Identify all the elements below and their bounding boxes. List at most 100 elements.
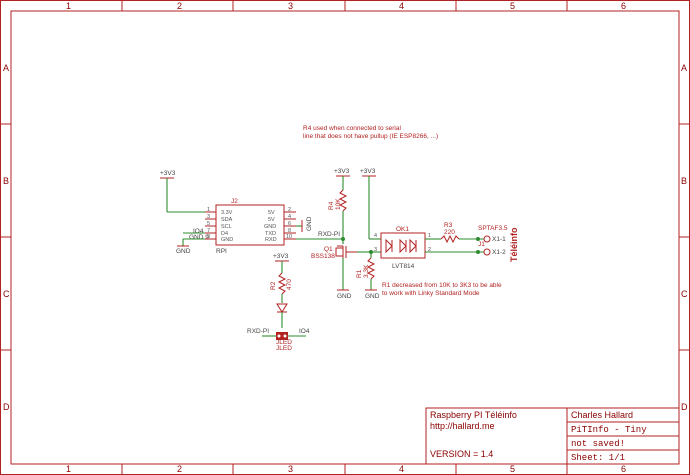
r3-name: R3	[444, 222, 453, 229]
row-label-right-c: C	[681, 289, 688, 299]
conn-name: SPTAF3.5	[478, 225, 508, 232]
j2-connector: +3V3 IO4 GND 9 GND J2 RPI 1 3 5 7 9 3.3V…	[160, 170, 313, 255]
jled-connector: RXD-PI IO4 JLED JLED	[247, 328, 310, 352]
power-label-j2: +3V3	[160, 170, 176, 177]
gnd-label-mid: GND	[306, 216, 313, 231]
j2-name: J2	[231, 198, 238, 205]
row-label-left-a: A	[3, 63, 9, 73]
j2-pin-num-7: 7	[207, 228, 210, 234]
j2-pin-num-3: 3	[207, 214, 210, 220]
r3-value: 220	[444, 229, 455, 236]
conn-label: Téléinfo	[509, 227, 519, 262]
r4-name: R4	[328, 201, 335, 210]
gnd-label-r1: GND	[365, 293, 380, 300]
j2-pin-num-6: 6	[288, 221, 291, 227]
j2-io4-label: IO4	[193, 228, 204, 235]
conn-x1-1: X1-1	[492, 236, 506, 243]
col-label-top-5: 5	[510, 1, 515, 11]
j2-pin-num-2: 2	[288, 207, 291, 213]
row-label-right-b: B	[681, 176, 687, 186]
j2-pin-gnd-left: GND	[221, 237, 233, 243]
j2-pin-num-9: 9	[207, 234, 210, 240]
row-label-left-c: C	[3, 289, 10, 299]
row-label-left-b: B	[3, 176, 9, 186]
j2-pin-gnd-right: GND	[264, 224, 276, 230]
row-label-right-a: A	[681, 63, 687, 73]
ok1-optocoupler: +3V3 OK1 LVT814 4 3 1 2	[360, 168, 431, 270]
col-label-bottom-2: 2	[177, 464, 182, 474]
col-label-top-2: 2	[177, 1, 182, 11]
teleinfo-connector: SPTAF3.5 J1 X1-1 X1-2 Téléinfo	[476, 225, 519, 262]
title-block-title: Raspberry PI Téléinfo	[430, 410, 517, 420]
r2-name: R2	[270, 281, 277, 290]
col-label-top-4: 4	[399, 1, 404, 11]
j2-pin-rxd: RXD	[265, 237, 277, 243]
gnd-label-q1: GND	[337, 293, 352, 300]
note-r4-line1: R4 used when connected to serial	[303, 125, 401, 132]
r2-resistor: +3V3 R2 470	[270, 253, 293, 328]
ok1-pin-3: 3	[374, 247, 377, 253]
q1-value: BSS138	[311, 253, 335, 260]
net-label-io4-led: IO4	[299, 328, 310, 335]
title-block-status: not saved!	[571, 439, 625, 449]
j2-pin-d4: D4	[221, 231, 228, 237]
title-block-project: PiTInfo - Tiny	[571, 425, 647, 435]
j2-pin-num-10: 10	[286, 234, 292, 240]
row-label-left-d: D	[3, 402, 10, 412]
title-block-author: Charles Hallard	[571, 410, 633, 420]
power-label-ok1: +3V3	[360, 168, 376, 175]
col-label-bottom-5: 5	[510, 464, 515, 474]
jled-name: JLED	[276, 339, 292, 346]
power-label-r2: +3V3	[273, 253, 289, 260]
title-block: Raspberry PI Téléinfo http://hallard.me …	[425, 407, 680, 465]
ok1-pin-4: 4	[374, 233, 377, 239]
ok1-name: OK1	[396, 226, 409, 233]
note-r1-line1: R1 decreased from 10K to 3K3 to be able	[382, 282, 502, 289]
q1-name: Q1	[324, 246, 333, 253]
jled-sub: JLED	[276, 345, 292, 352]
j2-pin-5v-a: 5V	[268, 210, 275, 216]
net-label-rxd-pi: RXD-PI	[318, 231, 340, 238]
q1-transistor: GND Q1 BSS138	[311, 239, 357, 300]
r1-name: R1	[356, 269, 363, 278]
col-label-bottom-4: 4	[399, 464, 404, 474]
col-label-top-3: 3	[288, 1, 293, 11]
col-label-bottom-3: 3	[288, 464, 293, 474]
ok1-pin-2: 2	[428, 247, 431, 253]
conn-sub: J1	[478, 241, 485, 248]
jled-body	[276, 332, 288, 340]
gnd-label-j2: GND	[176, 248, 191, 255]
r2-value: 470	[286, 279, 293, 290]
col-label-bottom-1: 1	[66, 464, 71, 474]
j2-pin-num-8: 8	[288, 228, 291, 234]
r3-resistor: R3 220	[425, 222, 484, 253]
ok1-pin-1: 1	[428, 233, 431, 239]
inner-frame	[10, 10, 680, 465]
j2-gnd9-label: GND 9	[189, 234, 209, 241]
title-block-url: http://hallard.me	[430, 421, 495, 431]
j2-pin-num-5: 5	[207, 221, 210, 227]
j2-pin-5v-b: 5V	[268, 217, 275, 223]
net-label-rxd-pi-led: RXD-PI	[247, 328, 269, 335]
j2-pin-sda: SDA	[221, 217, 233, 223]
j2-pin-num-4: 4	[288, 214, 291, 220]
r4-value: 10K	[335, 198, 342, 210]
j2-pin-num-1: 1	[207, 207, 210, 213]
col-label-bottom-6: 6	[621, 464, 626, 474]
j2-pin-scl: SCL	[221, 224, 232, 230]
j2-pin-txd: TXD	[265, 231, 276, 237]
col-label-top-6: 6	[621, 1, 626, 11]
j2-sub: RPI	[216, 248, 227, 255]
col-label-top-1: 1	[66, 1, 71, 11]
title-block-version: VERSION = 1.4	[430, 449, 493, 459]
r4-resistor: +3V3 R4 10K	[328, 168, 350, 239]
power-label-r4: +3V3	[334, 168, 350, 175]
title-block-sheet: Sheet: 1/1	[571, 453, 625, 463]
conn-x1-2: X1-2	[492, 249, 506, 256]
note-r4-line2: line that does not have pullup (IE ESP82…	[303, 133, 438, 140]
r1-value: 3.3K	[363, 264, 370, 278]
ok1-value: LVT814	[392, 263, 415, 270]
